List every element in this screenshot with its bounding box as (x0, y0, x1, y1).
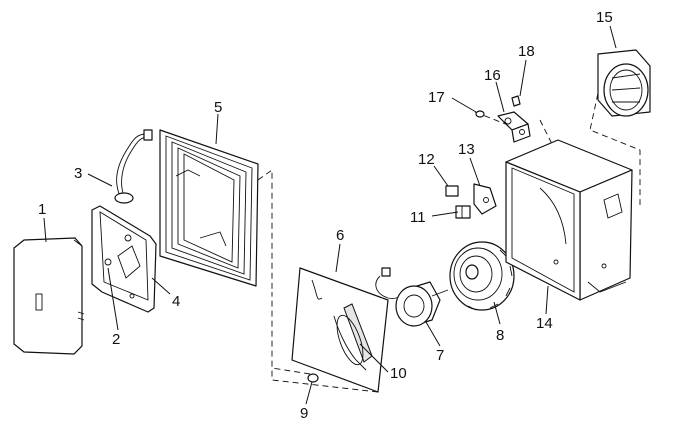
callout-labels: 1 2 3 4 5 6 7 8 9 10 11 12 13 14 15 16 1… (38, 9, 613, 422)
callout-1: 1 (38, 201, 46, 218)
callout-16: 16 (484, 67, 501, 84)
callout-14: 14 (536, 315, 553, 332)
callout-5: 5 (214, 99, 222, 116)
callout-3: 3 (74, 165, 82, 182)
callout-13: 13 (458, 141, 475, 158)
callout-18: 18 (518, 43, 535, 60)
callout-12: 12 (418, 151, 435, 168)
callout-6: 6 (336, 227, 344, 244)
callout-10: 10 (390, 365, 407, 382)
part-washer (307, 373, 319, 383)
callout-8: 8 (496, 327, 504, 344)
leader-lines (43, 25, 617, 405)
part-cord (114, 129, 153, 204)
part-grille (13, 237, 85, 355)
part-gasket (159, 129, 259, 287)
callout-7: 7 (436, 347, 444, 364)
callout-2: 2 (112, 331, 120, 348)
callout-15: 15 (596, 9, 613, 26)
part-front-plate (291, 267, 389, 393)
part-motor (375, 267, 449, 327)
part-damper-bracket (475, 95, 531, 143)
callout-17: 17 (428, 89, 445, 106)
part-housing (505, 139, 633, 301)
callout-11: 11 (410, 209, 426, 226)
part-mounting-bracket (91, 205, 157, 313)
part-blower-wheel (449, 241, 515, 311)
part-small-bracket (473, 183, 497, 215)
part-duct-collar (597, 49, 651, 117)
callout-9: 9 (300, 405, 308, 422)
callout-4: 4 (172, 293, 180, 310)
